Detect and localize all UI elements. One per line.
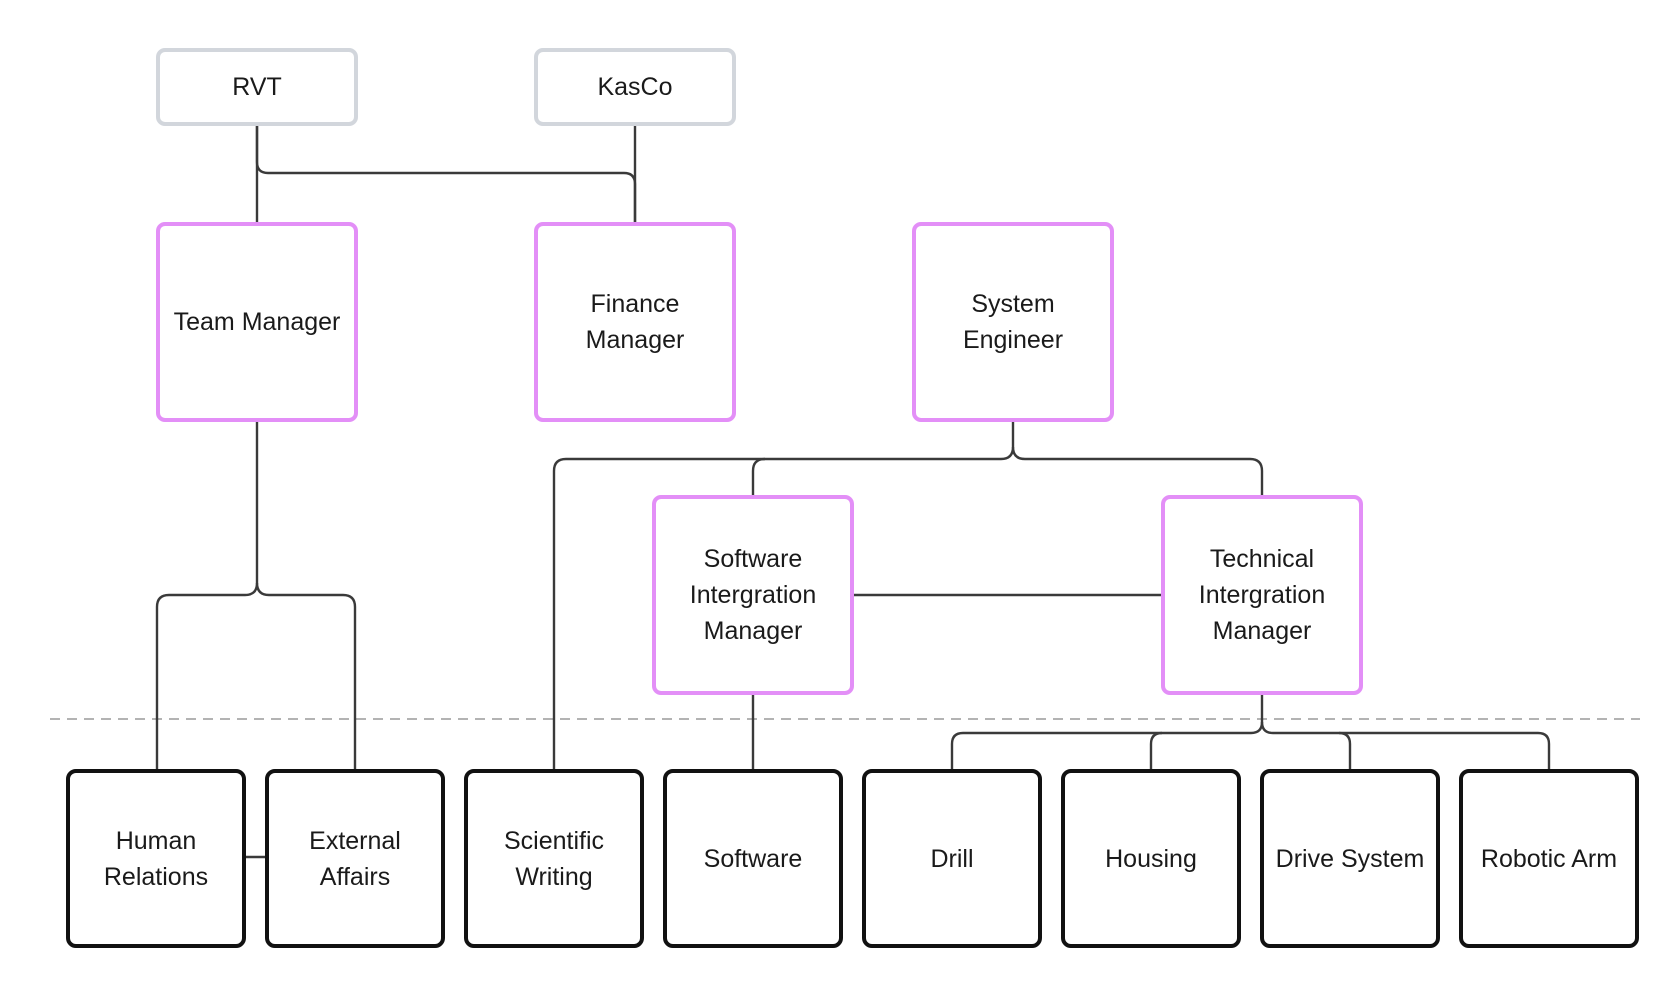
connector-tim-drill	[950, 695, 1264, 769]
role-node-technical-integration-manager: Technical Intergration Manager	[1161, 495, 1363, 695]
connector-team-manager-human-relations	[155, 422, 259, 769]
role-node-software-integration-manager: Software Intergration Manager	[652, 495, 854, 695]
dept-label-software: Software	[703, 844, 803, 873]
org-label-rvt: RVT	[232, 73, 282, 101]
role-label-team-manager: Team Manager	[173, 308, 341, 336]
dept-label-drill: Drill	[930, 844, 974, 873]
dept-node-housing: Housing	[1061, 769, 1241, 948]
dept-label-human-relations: Human Relations	[103, 826, 209, 891]
connector-tim-robotic-arm	[1339, 731, 1551, 769]
org-node-kasco: KasCo	[534, 48, 736, 126]
connector-tim-drive-system	[1260, 721, 1352, 769]
role-label-system-engineer: System Engineer	[962, 290, 1064, 354]
dept-label-housing: Housing	[1105, 844, 1197, 873]
connector-tim-housing	[1149, 731, 1163, 769]
role-label-software-integration-manager: Software Intergration Manager	[689, 545, 817, 645]
dept-label-robotic-arm: Robotic Arm	[1480, 844, 1618, 873]
dept-label-scientific-writing: Scientific Writing	[503, 826, 605, 891]
connector-system-engineer-software-integration-manager	[751, 457, 766, 495]
dept-node-robotic-arm: Robotic Arm	[1459, 769, 1639, 948]
role-node-system-engineer: System Engineer	[912, 222, 1114, 422]
dept-node-drill: Drill	[862, 769, 1042, 948]
dept-node-drive-system: Drive System	[1260, 769, 1440, 948]
dept-node-human-relations: Human Relations	[66, 769, 246, 948]
connector-system-engineer-technical-integration-manager	[1011, 446, 1264, 495]
connector-system-engineer-scientific-writing	[552, 422, 1015, 769]
role-label-finance-manager: Finance Manager	[585, 290, 685, 354]
role-label-technical-integration-manager: Technical Intergration Manager	[1198, 545, 1326, 645]
role-node-team-manager: Team Manager	[156, 222, 358, 422]
dept-node-scientific-writing: Scientific Writing	[464, 769, 644, 948]
dept-label-external-affairs: External Affairs	[309, 826, 401, 891]
org-label-kasco: KasCo	[597, 73, 673, 101]
dept-node-external-affairs: External Affairs	[265, 769, 445, 948]
connector-rvt-finance-manager	[255, 126, 637, 222]
org-node-rvt: RVT	[156, 48, 358, 126]
dept-node-software: Software	[663, 769, 843, 948]
dept-label-drive-system: Drive System	[1275, 844, 1425, 873]
connector-team-manager-external-affairs	[255, 582, 357, 769]
role-node-finance-manager: Finance Manager	[534, 222, 736, 422]
